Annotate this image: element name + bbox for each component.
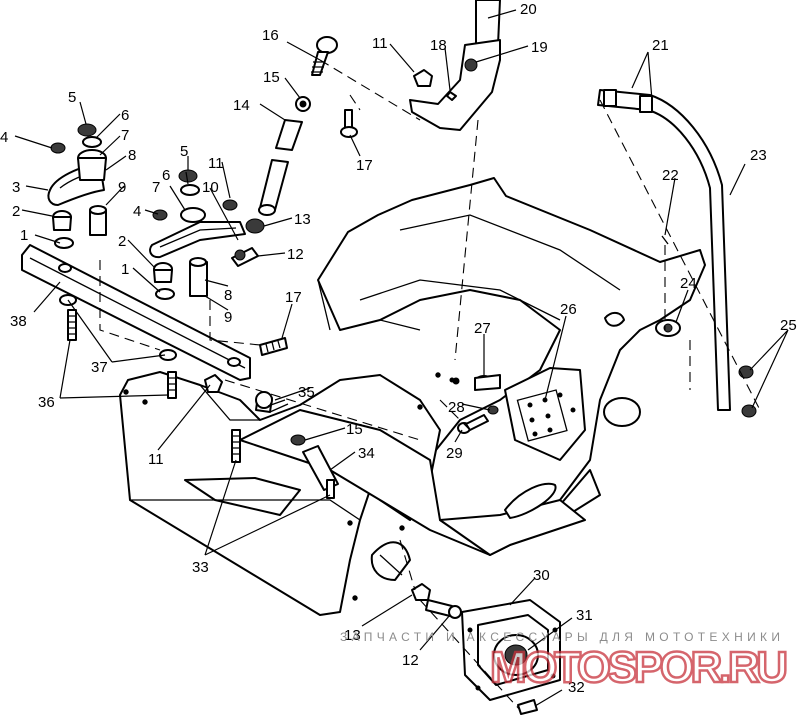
callout-33: 33 [192,559,209,576]
callout-21: 21 [652,37,669,54]
callout-2: 2 [12,203,20,220]
callout-1: 1 [20,227,28,244]
chassis-upper-frame [317,177,706,531]
callout-23: 23 [750,147,767,164]
callout-14: 14 [233,97,250,114]
callout-38: 38 [10,313,27,330]
grab-handle [597,89,731,411]
tie-rod-sleeve [275,119,303,151]
callout-17: 17 [356,157,373,174]
callout-7: 7 [121,127,129,144]
callout-labels: 20 16 11 18 19 21 5 6 4 7 8 15 14 23 3 9… [0,1,797,696]
callout-13b: 13 [344,627,361,644]
pitman-arm-10 [149,221,246,259]
assembly-lines [99,59,761,711]
callout-18: 18 [430,37,447,54]
watermark-tagline: ЗАПЧАСТИ И АКСЕССУАРЫ ДЛЯ МОТОТЕХНИКИ [340,630,780,644]
callout-19: 19 [531,39,548,56]
callout-9: 9 [118,179,126,196]
callout-1b: 1 [121,261,129,278]
callout-12b: 12 [402,652,419,669]
right-pitman-arm [149,169,265,300]
callout-36: 36 [38,394,55,411]
steering-shaft [475,0,501,46]
callout-11b: 11 [208,155,224,172]
callout-9b: 9 [224,309,232,326]
callout-8: 8 [128,147,136,164]
callout-5b: 5 [180,143,188,160]
chassis-floor-pan [239,409,601,556]
drag-link [21,244,251,399]
steering-boot-plate [461,599,561,715]
right-footrest [439,499,586,556]
callout-30: 30 [533,567,550,584]
callout-37: 37 [91,359,108,376]
callout-20: 20 [520,1,537,18]
callout-5: 5 [68,89,76,106]
steering-post [409,0,501,131]
callout-2b: 2 [118,233,126,250]
callout-22: 22 [662,167,679,184]
upper-tie-rod [258,36,358,216]
callout-34: 34 [358,445,375,462]
steering-side-plate [504,367,586,461]
callout-4: 4 [0,129,8,146]
leader-lines [14,9,789,707]
callout-6: 6 [121,107,129,124]
callout-11c: 11 [148,451,164,468]
callout-13: 13 [294,211,311,228]
callout-16: 16 [262,27,279,44]
handle-bar [597,89,731,411]
callout-17b: 17 [285,289,302,306]
left-footrest [184,477,301,516]
left-pitman-arm [47,123,107,249]
callout-15b: 15 [346,421,363,438]
callout-8b: 8 [224,287,232,304]
callout-4b: 4 [133,203,141,220]
callout-3: 3 [12,179,20,196]
callout-25: 25 [780,317,797,334]
callout-11: 11 [372,35,388,52]
callout-15: 15 [263,69,280,86]
callout-26: 26 [560,301,577,318]
callout-32: 32 [568,679,585,696]
chassis-frame [119,177,706,616]
steering-bracket [409,39,501,131]
lower-tie-rod [231,337,339,499]
callout-29: 29 [446,445,463,462]
handle-clamp-b [639,95,653,113]
callout-12: 12 [287,246,304,263]
callout-24: 24 [680,275,697,292]
callout-6b: 6 [162,167,170,184]
watermark-logo: MOTOSPOR.RU [490,643,790,692]
callout-28: 28 [448,399,465,416]
callout-35: 35 [298,384,315,401]
handle-clamp-a [603,89,617,107]
callout-10: 10 [202,179,219,196]
callout-31: 31 [576,607,593,624]
callout-27: 27 [474,320,491,337]
callout-7b: 7 [152,179,160,196]
